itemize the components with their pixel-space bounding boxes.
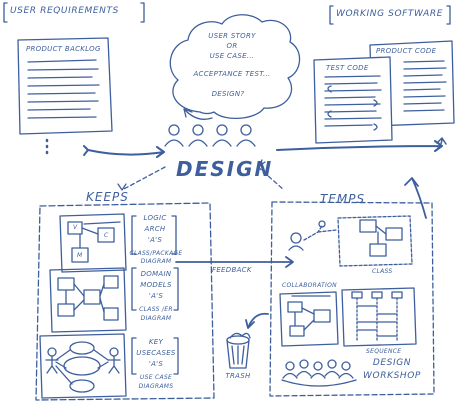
box-letter-c: C — [104, 232, 109, 239]
product-code-title: PRODUCT CODE — [376, 47, 437, 55]
trash-can-icon — [226, 332, 251, 369]
design-title: DESIGN — [176, 157, 274, 181]
domain-label-2: MODELS — [140, 281, 172, 289]
class-caption: CLASS — [372, 268, 393, 275]
working-software-bracket — [329, 5, 334, 25]
domain-label-1: DOMAIN — [140, 270, 172, 278]
key-caption-2: DIAGRAMS — [138, 383, 174, 390]
feedback-arrow — [175, 256, 294, 268]
keeps-box — [35, 202, 215, 401]
temps-class-diagram — [288, 215, 413, 267]
logic-label-1: LOGIC — [143, 214, 167, 222]
key-label-3: 'A'S — [148, 360, 164, 368]
idea-cloud — [169, 14, 301, 119]
user-requirements-bracket — [3, 2, 8, 23]
domain-model-diagram — [49, 267, 127, 333]
domain-caption-2: DIAGRAM — [140, 315, 172, 322]
keeps-title: KEEPS — [86, 190, 129, 204]
sequence-diagram — [341, 287, 417, 347]
arrow-design-to-software — [276, 140, 443, 152]
trash-label: TRASH — [225, 372, 251, 380]
logic-caption-2: DIAGRAM — [140, 258, 172, 265]
product-backlog-doc — [17, 37, 113, 155]
key-label-2: USECASES — [136, 349, 176, 357]
design-team-figures — [164, 124, 256, 147]
arrow-temps-to-software — [404, 177, 427, 219]
key-caption-1: USE CASE — [139, 374, 173, 381]
feedback-label: FEEDBACK — [212, 266, 252, 274]
design-to-keeps-dashed — [121, 166, 166, 191]
logic-caption-1: CLASS/PACKAGE — [129, 250, 183, 257]
cloud-use-case: USE CASE... — [209, 52, 255, 60]
domain-label-3: 'A'S — [148, 292, 164, 300]
cloud-or: OR — [226, 42, 238, 50]
use-case-diagram — [39, 333, 127, 399]
user-requirements-label: USER REQUIREMENTS — [10, 6, 119, 16]
logic-label-2: ARCH — [144, 225, 166, 233]
arrow-backlog-to-design — [87, 146, 165, 158]
workshop-audience — [281, 359, 357, 387]
cloud-user-story: USER STORY — [208, 32, 256, 40]
logic-arch-diagram — [59, 213, 127, 273]
workshop-label-1: DESIGN — [372, 358, 412, 368]
temps-box — [269, 201, 435, 397]
collaboration-caption: COLLABORATION — [282, 282, 337, 289]
design-to-temps-dashed — [257, 166, 285, 191]
working-software-label: WORKING SOFTWARE — [336, 9, 443, 19]
temps-title: TEMPS — [320, 192, 366, 206]
collaboration-diagram — [279, 291, 339, 347]
logic-label-3: 'A'S — [147, 236, 163, 244]
key-label-1: KEY — [148, 338, 164, 346]
domain-caption-1: CLASS /ER — [139, 306, 173, 313]
sequence-caption: SEQUENCE — [366, 348, 402, 355]
cloud-acceptance-test: ACCEPTANCE TEST... — [193, 70, 271, 78]
workshop-label-2: WORKSHOP — [363, 371, 421, 381]
cloud-curved-arrow — [183, 108, 213, 120]
arrow-up-to-test-code — [436, 137, 447, 148]
box-letter-m: M — [77, 252, 83, 259]
test-code-title: TEST CODE — [326, 64, 369, 72]
test-code-doc — [313, 56, 393, 144]
product-backlog-title: PRODUCT BACKLOG — [26, 45, 101, 53]
arrow-to-trash — [245, 312, 269, 329]
cloud-design-question: DESIGN? — [211, 90, 245, 98]
box-letter-v: V — [73, 224, 78, 231]
